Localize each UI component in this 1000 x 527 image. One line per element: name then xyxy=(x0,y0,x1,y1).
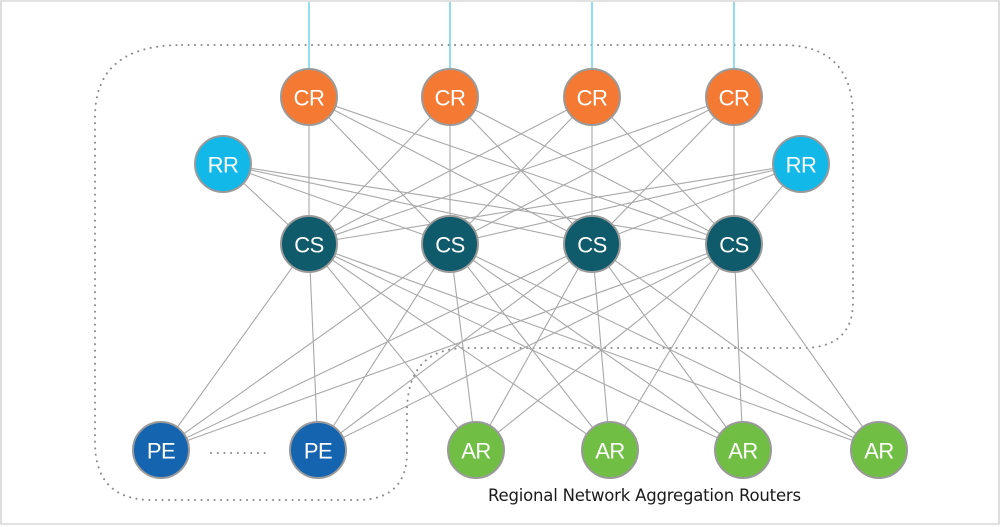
link-cs2-pe1 xyxy=(160,243,451,451)
node-label: PE xyxy=(147,439,175,464)
core-switch-circle xyxy=(563,215,621,273)
node-ar2[interactable]: AR xyxy=(581,421,639,479)
link-rr2-cs2 xyxy=(449,163,802,245)
link-cs2-ar3 xyxy=(449,243,744,451)
link-cs4-ar2 xyxy=(609,243,735,451)
node-label: CS xyxy=(719,233,749,258)
node-cs3[interactable]: CS xyxy=(563,215,621,273)
provider-edge-circle xyxy=(289,421,347,479)
node-label: AR xyxy=(595,439,625,464)
node-label: CR xyxy=(719,86,750,111)
node-ar1[interactable]: AR xyxy=(447,421,505,479)
link-cs1-pe2 xyxy=(308,243,319,451)
link-cs3-pe2 xyxy=(317,243,593,451)
link-cs2-ar2 xyxy=(449,243,611,451)
link-cs4-ar4 xyxy=(733,243,880,451)
link-cs2-ar1 xyxy=(449,243,477,451)
link-cs2-ar4 xyxy=(449,243,880,451)
node-label: CS xyxy=(435,233,465,258)
node-cs1[interactable]: CS xyxy=(280,215,338,273)
link-cs1-ar1 xyxy=(308,243,477,451)
node-label: AR xyxy=(864,439,894,464)
core-switch-circle xyxy=(421,215,479,273)
link-cs1-ar4 xyxy=(308,243,880,451)
aggregation-router-circle xyxy=(714,421,772,479)
node-ar4[interactable]: AR xyxy=(850,421,908,479)
core-router-circle xyxy=(280,68,338,126)
node-label: CR xyxy=(435,86,466,111)
link-cr3-cs1 xyxy=(308,96,593,245)
nodes: CR CR CR CR RR RR CS CS CS CS PE PE AR AR AR AR xyxy=(132,68,908,479)
aggregation-routers-caption: Regional Network Aggregation Routers xyxy=(488,486,801,505)
core-router-circle xyxy=(563,68,621,126)
node-label: RR xyxy=(786,153,817,178)
node-rr1[interactable]: RR xyxy=(194,135,252,193)
aggregation-router-circle xyxy=(447,421,505,479)
link-cs1-ar2 xyxy=(308,243,611,451)
route-reflector-circle xyxy=(772,135,830,193)
node-label: RR xyxy=(208,153,239,178)
link-cr2-cs1 xyxy=(308,96,451,245)
link-rr1-cs3 xyxy=(222,163,593,245)
node-label: AR xyxy=(461,439,491,464)
link-cs4-ar3 xyxy=(733,243,744,451)
node-cr1[interactable]: CR xyxy=(280,68,338,126)
core-domain-boundary xyxy=(94,44,854,501)
link-cs2-pe2 xyxy=(317,243,451,451)
link-rr1-cs2 xyxy=(222,163,451,245)
links xyxy=(160,96,880,454)
uplinks xyxy=(308,2,735,69)
node-pe1[interactable]: PE xyxy=(132,421,190,479)
node-rr2[interactable]: RR xyxy=(772,135,830,193)
link-rr1-cs4 xyxy=(222,163,735,245)
link-cs4-ar1 xyxy=(475,243,735,451)
node-label: CR xyxy=(294,86,325,111)
node-label: PE xyxy=(304,439,332,464)
core-switch-circle xyxy=(705,215,763,273)
provider-edge-circle xyxy=(132,421,190,479)
link-cs3-ar2 xyxy=(591,243,611,451)
link-cs3-pe1 xyxy=(160,243,593,451)
link-rr2-cs3 xyxy=(591,163,802,245)
core-router-circle xyxy=(421,68,479,126)
link-cs3-ar1 xyxy=(475,243,593,451)
aggregation-router-circle xyxy=(850,421,908,479)
boundary-path xyxy=(94,44,854,501)
route-reflector-circle xyxy=(194,135,252,193)
node-label: CS xyxy=(577,233,607,258)
node-label: AR xyxy=(728,439,758,464)
link-cs4-pe1 xyxy=(160,243,735,451)
link-cs3-ar3 xyxy=(591,243,744,451)
link-cs1-pe1 xyxy=(160,243,310,451)
link-cr4-cs2 xyxy=(449,96,735,245)
core-switch-circle xyxy=(280,215,338,273)
node-label: CS xyxy=(294,233,324,258)
link-cs4-pe2 xyxy=(317,243,735,451)
node-cr4[interactable]: CR xyxy=(705,68,763,126)
node-cr3[interactable]: CR xyxy=(563,68,621,126)
node-label: CR xyxy=(577,86,608,111)
link-rr2-cs1 xyxy=(308,163,802,245)
node-pe2[interactable]: PE xyxy=(289,421,347,479)
core-router-circle xyxy=(705,68,763,126)
node-ar3[interactable]: AR xyxy=(714,421,772,479)
node-cs2[interactable]: CS xyxy=(421,215,479,273)
node-cr2[interactable]: CR xyxy=(421,68,479,126)
link-cr4-cs3 xyxy=(591,96,735,245)
node-cs4[interactable]: CS xyxy=(705,215,763,273)
aggregation-router-circle xyxy=(581,421,639,479)
